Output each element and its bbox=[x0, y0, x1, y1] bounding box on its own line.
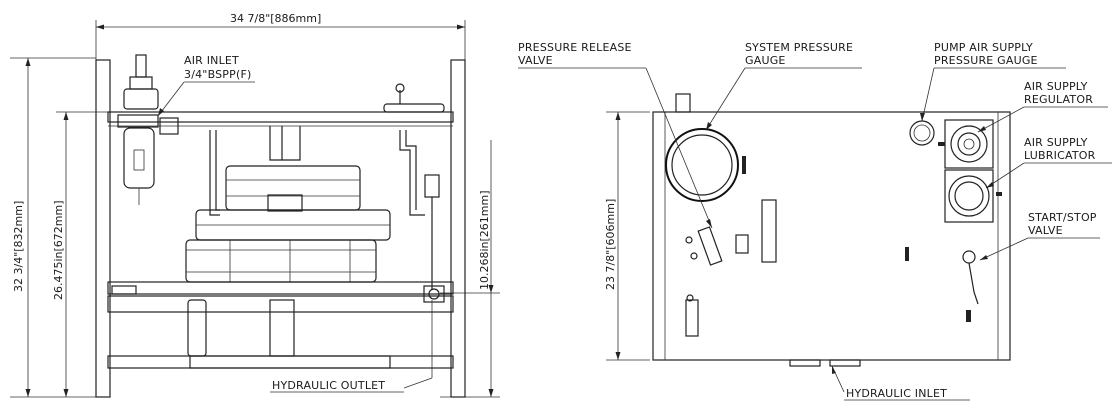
pump-air-gauge bbox=[909, 120, 935, 146]
regulator-callout: AIR SUPPLY REGULATOR bbox=[977, 80, 1108, 133]
pressure-release-valve bbox=[685, 226, 749, 266]
piping bbox=[209, 126, 440, 290]
outlet-height-text: 10.268in[261mm] bbox=[478, 190, 491, 290]
outlet-height-dimension: 10.268in[261mm] bbox=[440, 140, 500, 398]
system-pressure-label-1: SYSTEM PRESSURE bbox=[745, 41, 853, 54]
small-plate bbox=[685, 299, 699, 337]
lubricator-callout: AIR SUPPLY LUBRICATOR bbox=[985, 136, 1112, 189]
side-view: 23 7/8"[606mm] bbox=[518, 41, 1112, 401]
hydraulic-outlet-callout: HYDRAULIC OUTLET bbox=[270, 300, 433, 393]
system-pressure-callout: SYSTEM PRESSURE GAUGE bbox=[705, 41, 862, 131]
regulator-label-1: AIR SUPPLY bbox=[1024, 80, 1088, 93]
inner-height-dimension: 26.475in[672mm] bbox=[52, 111, 110, 397]
air-inlet-label-2: 3/4"BSPP(F) bbox=[184, 68, 251, 81]
overall-height-text: 32 3/4"[832mm] bbox=[12, 201, 25, 292]
air-supply-regulator bbox=[938, 119, 994, 169]
start-stop-valve bbox=[962, 250, 979, 322]
overall-height-dimension: 32 3/4"[832mm] bbox=[10, 57, 96, 398]
side-height-text: 23 7/8"[606mm] bbox=[604, 199, 617, 290]
pump-body bbox=[185, 239, 391, 369]
pressure-release-callout: PRESSURE RELEASE VALVE bbox=[518, 41, 713, 229]
system-pressure-gauge bbox=[665, 128, 746, 202]
start-stop-label-2: VALVE bbox=[1028, 224, 1063, 237]
pump-air-label-2: PRESSURE GAUGE bbox=[934, 54, 1038, 67]
overall-width-text: 34 7/8"[886mm] bbox=[230, 12, 321, 25]
pump-air-label-1: PUMP AIR SUPPLY bbox=[934, 41, 1033, 54]
top-gauge bbox=[383, 83, 445, 113]
lubricator-label-2: LUBRICATOR bbox=[1024, 149, 1096, 162]
top-fitting bbox=[675, 93, 691, 113]
hydraulic-inlet-callout: HYDRAULIC INLET bbox=[831, 365, 970, 401]
start-stop-callout: START/STOP VALVE bbox=[979, 211, 1100, 261]
pressure-release-label-1: PRESSURE RELEASE bbox=[518, 41, 632, 54]
overall-width-dimension: 34 7/8"[886mm] bbox=[95, 12, 466, 60]
inner-height-text: 26.475in[672mm] bbox=[52, 200, 65, 300]
air-motor bbox=[195, 165, 391, 241]
side-panel bbox=[652, 111, 1011, 361]
front-view: 34 7/8"[886mm] 32 3/4"[832mm] 26.475in[6… bbox=[10, 12, 500, 398]
air-filter-regulator bbox=[117, 54, 179, 205]
lubricator-label-1: AIR SUPPLY bbox=[1024, 136, 1088, 149]
start-stop-label-1: START/STOP bbox=[1028, 211, 1097, 224]
hydraulic-inlet-label: HYDRAULIC INLET bbox=[846, 387, 947, 400]
pump-air-gauge-callout: PUMP AIR SUPPLY PRESSURE GAUGE bbox=[920, 41, 1066, 122]
nameplate bbox=[761, 199, 777, 263]
side-height-dimension: 23 7/8"[606mm] bbox=[604, 111, 650, 361]
right-frame-post bbox=[450, 59, 466, 398]
base-frame bbox=[107, 281, 454, 369]
system-pressure-label-2: GAUGE bbox=[745, 54, 786, 67]
air-supply-lubricator bbox=[944, 169, 1002, 223]
left-frame-post bbox=[95, 59, 111, 398]
top-plate bbox=[107, 111, 454, 123]
air-inlet-label-1: AIR INLET bbox=[184, 54, 239, 67]
bottom-foot-2 bbox=[829, 359, 861, 367]
regulator-label-2: REGULATOR bbox=[1024, 93, 1093, 106]
bottom-foot-1 bbox=[789, 359, 821, 367]
hydraulic-outlet-label: HYDRAULIC OUTLET bbox=[272, 379, 385, 392]
pressure-release-label-2: VALVE bbox=[518, 54, 553, 67]
air-inlet-callout: AIR INLET 3/4"BSPP(F) bbox=[157, 54, 255, 117]
